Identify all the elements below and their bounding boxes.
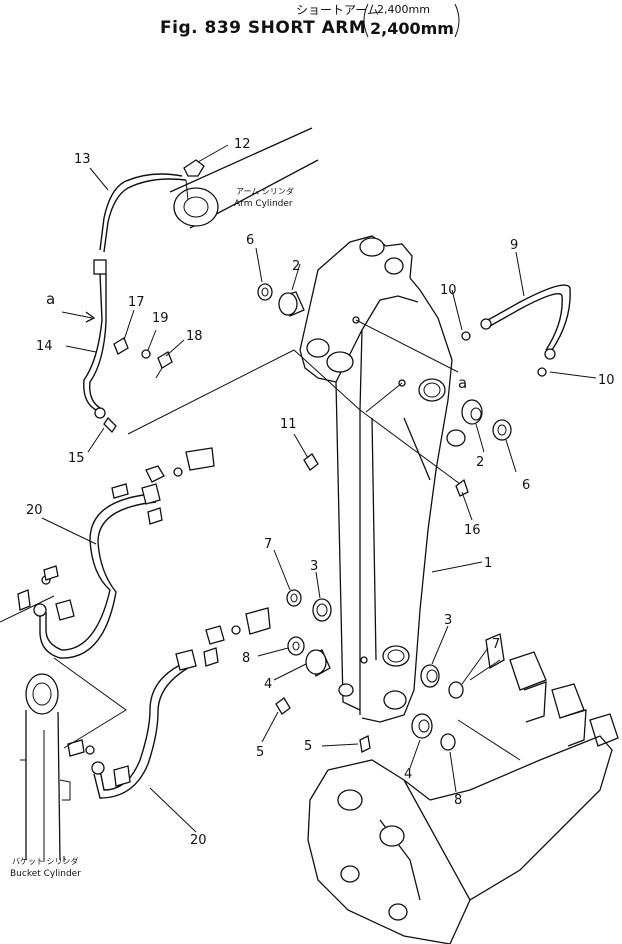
callout-11: 11	[280, 417, 297, 432]
callout-15: 15	[68, 451, 85, 466]
title-brackets	[363, 3, 460, 38]
bucket-cylinder-caption-jp: バケット シリンダ	[12, 856, 79, 866]
arm-cylinder-caption-jp: アーム シリンダ	[236, 186, 294, 196]
callout-16: 16	[464, 523, 481, 538]
callout-20-lower: 20	[190, 833, 207, 848]
spec-length: 2,400mm	[370, 19, 454, 38]
callout-3-right: 3	[444, 613, 452, 628]
arm-cylinder-hose	[61, 173, 361, 435]
callout-8-right: 8	[454, 793, 462, 808]
callout-20-upper: 20	[26, 503, 43, 518]
spec-small: 2,400mm	[377, 3, 430, 16]
bucket	[307, 633, 619, 944]
callout-18: 18	[186, 329, 203, 344]
callout-8-mid: 8	[242, 651, 250, 666]
callout-19: 19	[152, 311, 169, 326]
callout-5-mid: 5	[304, 739, 312, 754]
arm-body	[299, 235, 466, 723]
bucket-cylinder-caption: Bucket Cylinder	[10, 869, 81, 879]
bushings	[257, 283, 512, 753]
bucket-hose-upper	[17, 447, 215, 659]
callout-17: 17	[128, 295, 145, 310]
callout-4-mid: 4	[264, 677, 272, 692]
callout-2-right: 2	[476, 455, 484, 470]
callout-2-top: 2	[292, 259, 300, 274]
callout-7-right: 7	[492, 637, 500, 652]
callout-9: 9	[510, 238, 518, 253]
callout-14: 14	[36, 339, 53, 354]
callout-1: 1	[484, 556, 492, 571]
leader-lines	[41, 144, 597, 862]
right-hose	[461, 284, 571, 377]
bucket-hose-lower	[67, 607, 271, 799]
callout-10-top: 10	[440, 283, 457, 298]
callout-12: 12	[234, 137, 251, 152]
callout-13: 13	[74, 152, 91, 167]
reference-a-right: a	[458, 374, 467, 392]
callout-5-left: 5	[256, 745, 264, 760]
callout-4-right: 4	[404, 767, 412, 782]
callout-3-mid: 3	[310, 559, 318, 574]
reference-a-left: a	[46, 290, 55, 308]
arm-cylinder-caption: Arm Cylinder	[234, 199, 293, 209]
callout-7-mid: 7	[264, 537, 272, 552]
bucket-cylinder	[0, 595, 127, 861]
figure-title: Fig. 839 SHORT ARM	[160, 18, 367, 38]
title-japanese: ショートアーム	[296, 3, 379, 17]
callout-10-right: 10	[598, 373, 615, 388]
callout-6-top: 6	[246, 233, 254, 248]
callout-6-right: 6	[522, 478, 530, 493]
arm-cylinder	[169, 127, 319, 229]
